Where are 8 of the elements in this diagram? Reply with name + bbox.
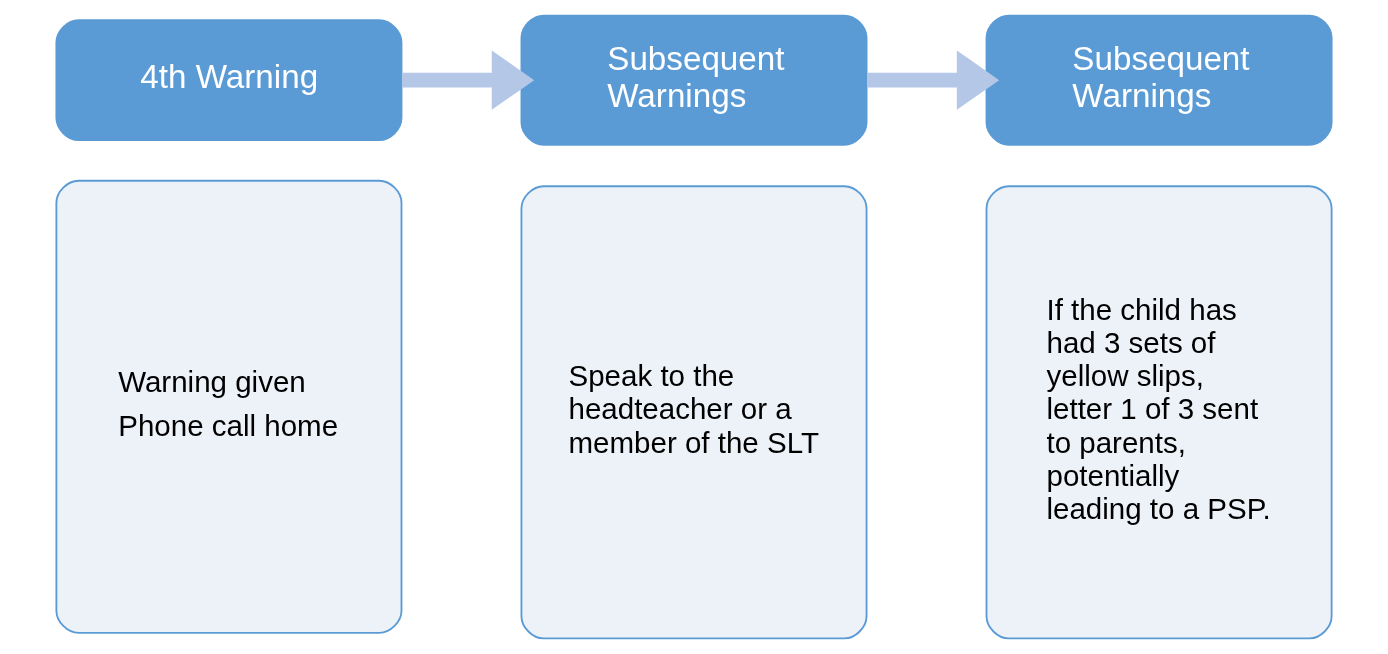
node-box: If the child has had 3 sets of yellow slips, letter 1 of 3 sent to parents, potentially leading to a PSP. [985,185,1333,640]
node-box: Speak to the headteacher or a member of the SLT [520,185,868,640]
node-box: Subsequent Warnings [520,14,868,146]
node-box: Subsequent Warnings [985,14,1333,146]
node-box: Warning given Phone call home [55,179,403,634]
node-box: 4th Warning [55,19,403,142]
arrow [401,50,535,110]
arrow [867,50,1000,110]
